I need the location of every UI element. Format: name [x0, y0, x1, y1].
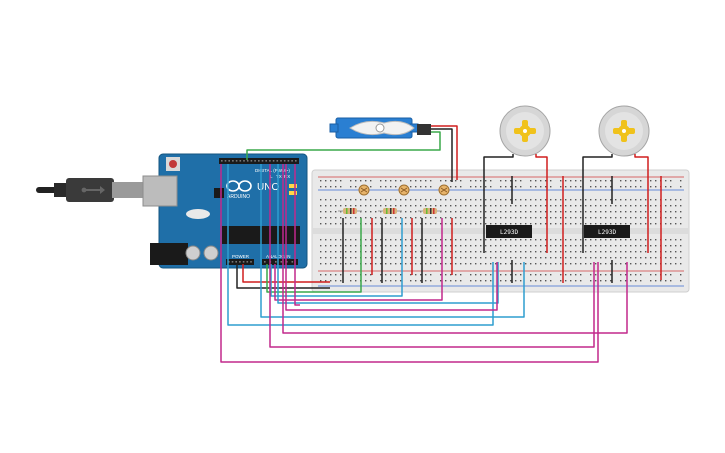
breadboard-holes — [320, 180, 682, 282]
motor-2-lead-b — [634, 154, 649, 253]
wires — [220, 125, 662, 363]
power-label: POWER — [232, 254, 250, 259]
arduino-infinity-logo — [226, 180, 252, 192]
servo-motor — [329, 117, 431, 139]
header-pins — [221, 160, 297, 263]
gnd-wire — [236, 264, 330, 289]
resistor-2 — [378, 208, 402, 214]
resistor-3 — [418, 208, 442, 214]
motor-1-lead-b — [535, 154, 548, 253]
analog-header — [262, 259, 298, 265]
usb-cable — [36, 178, 144, 202]
servo-ground-wire — [431, 128, 453, 182]
motor-1-lead-a — [483, 154, 514, 253]
usb-plug-metal — [112, 182, 144, 198]
driver-2-in-wire-e — [294, 164, 300, 306]
servo-power-wire — [431, 125, 458, 180]
5v-wire — [242, 264, 330, 283]
resistor-1 — [338, 208, 362, 214]
a2-wire — [274, 218, 443, 301]
photoresistor-1 — [358, 184, 370, 196]
driver-1-in-wire-b — [260, 164, 525, 318]
driver-2-in-wire-b — [269, 164, 595, 348]
crystal — [186, 209, 210, 219]
dc-motor-1 — [499, 105, 551, 157]
driver-2-in-wire-a — [220, 164, 599, 363]
photoresistor-2 — [398, 184, 410, 196]
digital-label: DIGITAL (PWM~) — [255, 168, 290, 173]
a1-wire — [270, 218, 403, 297]
driver-2-in-wire-c — [282, 164, 628, 334]
capacitor-2 — [203, 245, 219, 261]
motor-driver-1: L293D — [486, 225, 532, 238]
rx-label: RX — [284, 174, 290, 179]
board-model: UNO — [257, 182, 279, 193]
a0-wire — [266, 218, 362, 293]
tx-label: TX — [276, 174, 282, 179]
capacitor-1 — [185, 245, 201, 261]
photoresistor-3 — [438, 184, 450, 196]
driver-2-in-wire-d — [285, 164, 498, 311]
pin13-led-label: L — [270, 174, 273, 179]
arduino-brand: ARDUINO — [227, 194, 250, 200]
driver-1-in-wire-c — [277, 164, 499, 304]
usb-port — [142, 175, 178, 207]
driver-1-in-wire-a — [227, 164, 494, 326]
servo-signal-wire — [246, 131, 441, 160]
motor-driver-2: L293D — [584, 225, 630, 238]
motor-2-lead-a — [582, 154, 613, 253]
usb-icon — [81, 186, 105, 194]
driver-1-label: L293D — [500, 229, 518, 236]
power-jack — [150, 243, 188, 265]
driver-2-label: L293D — [598, 229, 616, 236]
dc-motor-2 — [598, 105, 650, 157]
